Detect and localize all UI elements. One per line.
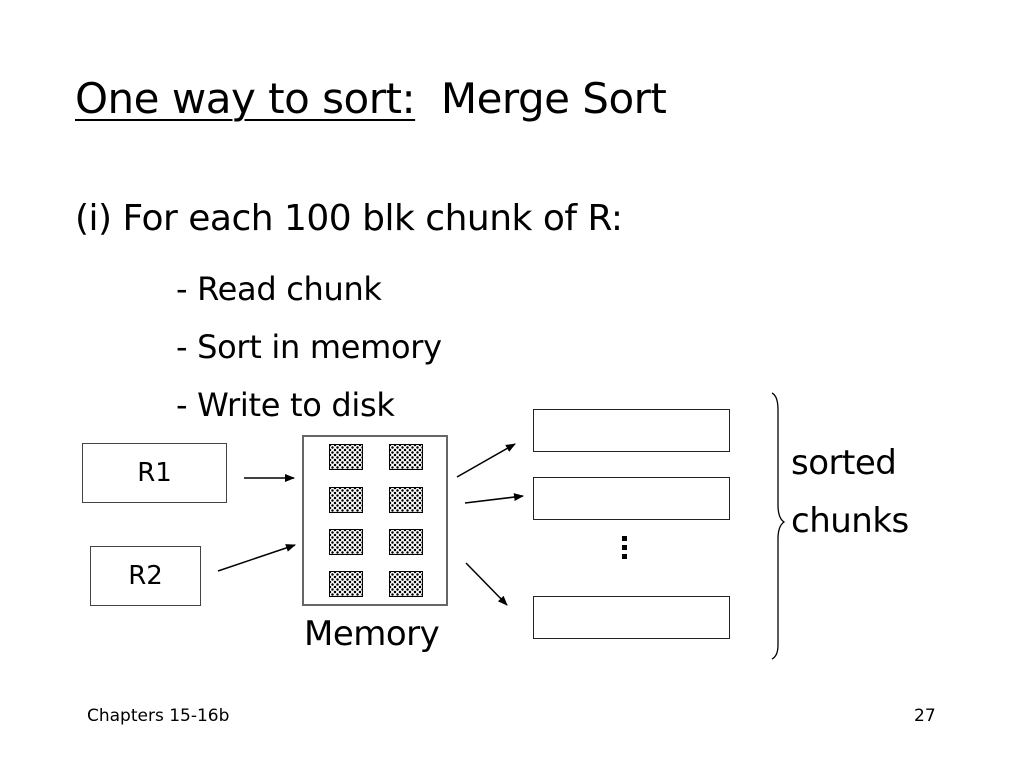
vertical-ellipsis	[622, 536, 630, 563]
step-read-chunk: - Read chunk	[176, 270, 382, 308]
memory-block	[389, 487, 423, 513]
right-curly-brace	[771, 392, 786, 660]
sorted-chunk	[533, 409, 730, 452]
arrow-memory-to-chunk-1	[456, 443, 516, 478]
brace-label-sorted: sorted	[791, 443, 897, 483]
step-heading: (i) For each 100 blk chunk of R:	[75, 198, 623, 239]
memory-block	[389, 529, 423, 555]
memory-label: Memory	[304, 614, 440, 654]
r2-label: R2	[128, 561, 163, 591]
title-underlined: One way to sort:	[75, 74, 416, 123]
r1-label: R1	[137, 458, 172, 488]
brace-label-chunks: chunks	[791, 501, 909, 541]
footer-page-number: 27	[914, 706, 936, 726]
ellipsis-dot	[622, 554, 627, 559]
input-relation-r2: R2	[90, 546, 201, 606]
sorted-chunk	[533, 596, 730, 639]
ellipsis-dot	[622, 545, 627, 550]
arrow-memory-to-chunk-2	[464, 493, 524, 504]
arrow-r2-to-memory	[217, 544, 296, 572]
footer-chapter: Chapters 15-16b	[87, 706, 230, 726]
title-rest: Merge Sort	[440, 74, 667, 123]
ellipsis-dot	[622, 536, 627, 541]
slide-title: One way to sort: Merge Sort	[75, 74, 667, 123]
memory-block	[329, 529, 363, 555]
input-relation-r1: R1	[82, 443, 227, 503]
memory-block	[389, 444, 423, 470]
memory-block	[389, 571, 423, 597]
memory-block	[329, 487, 363, 513]
memory-box	[302, 435, 448, 606]
sorted-chunk	[533, 477, 730, 520]
arrow-memory-to-chunk-n	[465, 562, 508, 606]
memory-block	[329, 571, 363, 597]
step-sort-in-memory: - Sort in memory	[176, 328, 442, 366]
memory-block	[329, 444, 363, 470]
step-write-to-disk: - Write to disk	[176, 386, 395, 424]
